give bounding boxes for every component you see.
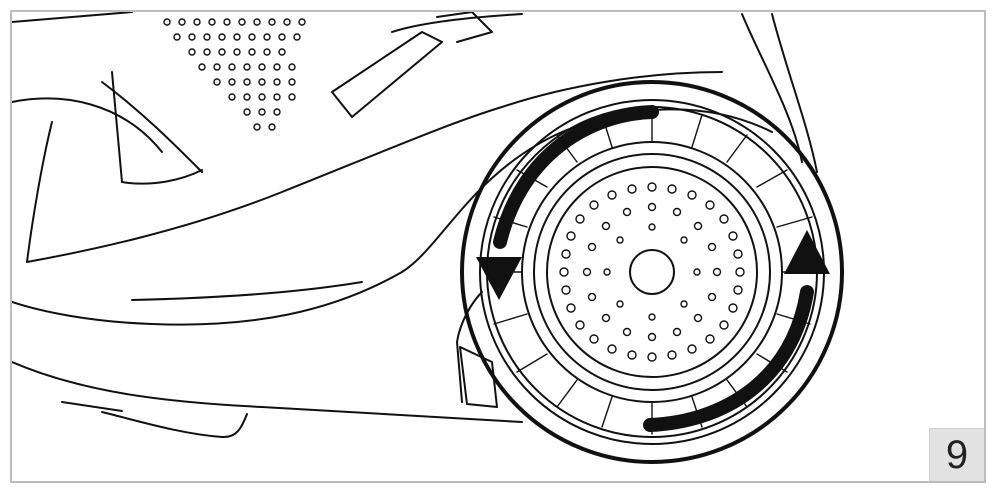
step-number-badge: 9 bbox=[929, 428, 984, 481]
step-number: 9 bbox=[945, 432, 969, 477]
wheel bbox=[460, 80, 844, 464]
illustration-frame: 9 bbox=[10, 10, 986, 483]
vacuum-body bbox=[12, 12, 818, 439]
vacuum-illustration bbox=[12, 12, 844, 464]
counterclockwise-arrow bbox=[476, 105, 659, 300]
clockwise-arrow bbox=[643, 230, 830, 432]
body-perforations bbox=[163, 18, 306, 131]
